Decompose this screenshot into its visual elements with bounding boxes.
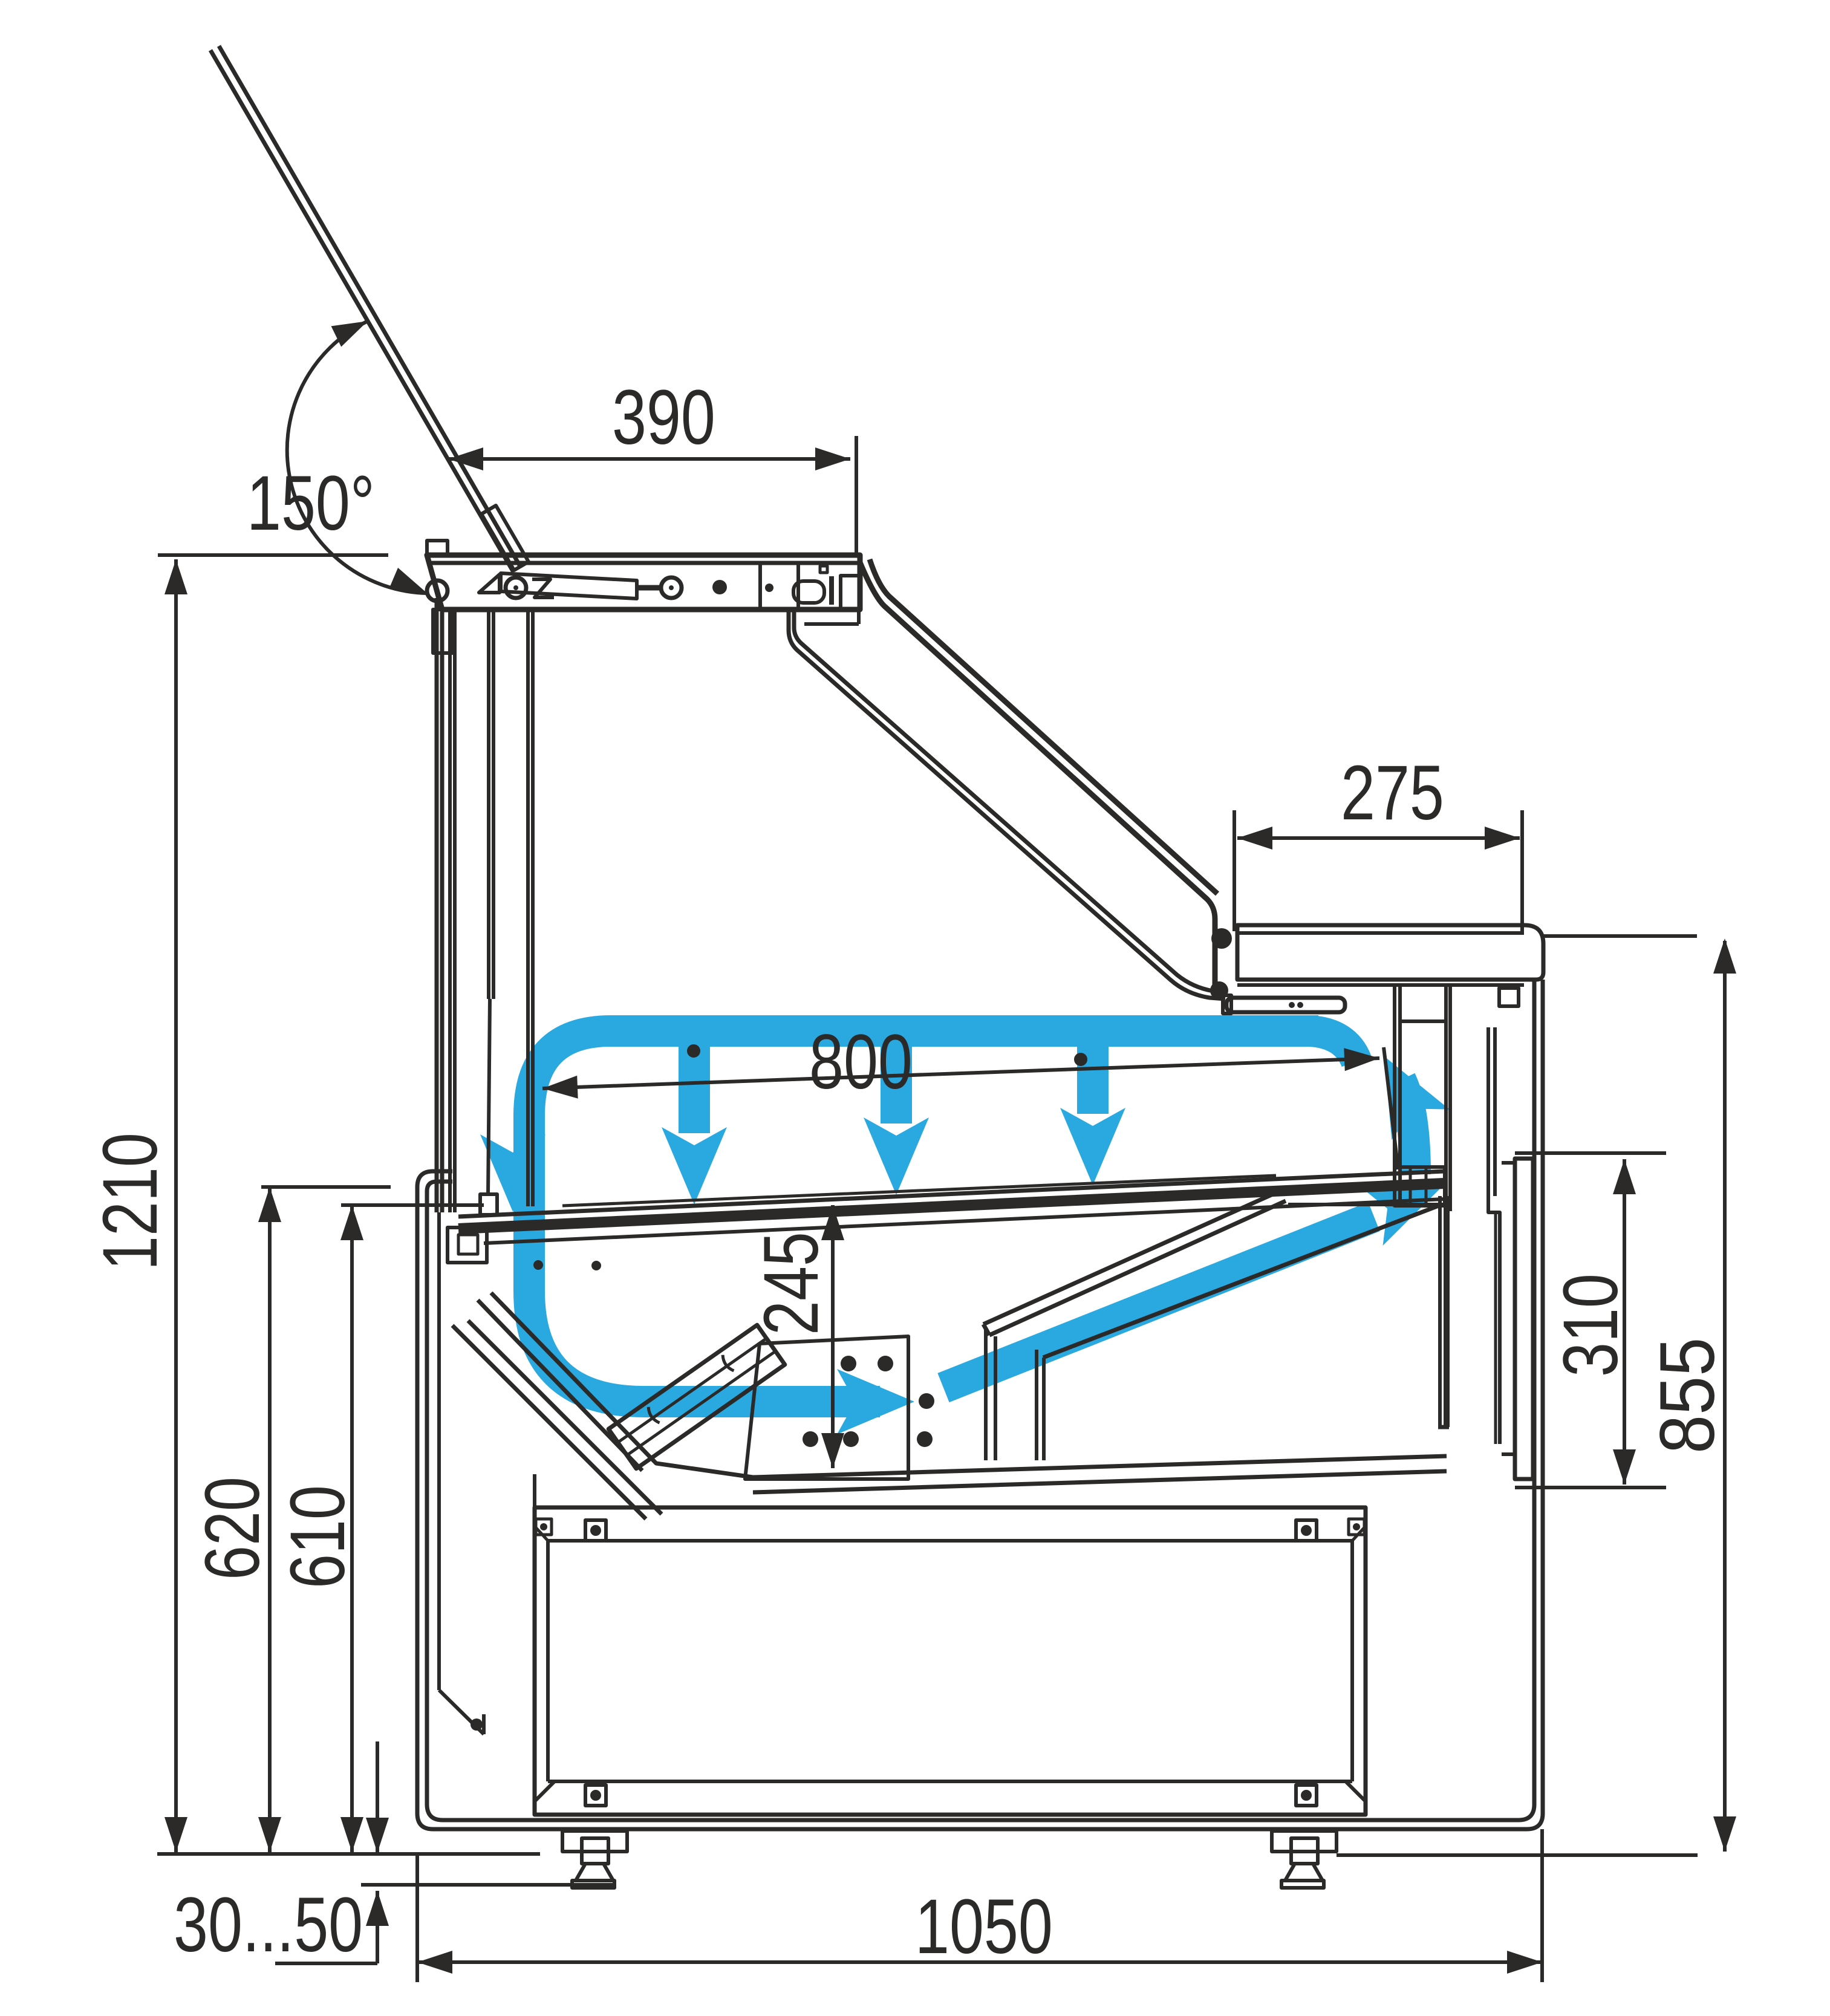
svg-text:610: 610: [274, 1485, 361, 1588]
svg-text:1210: 1210: [86, 1133, 174, 1270]
svg-text:30...50: 30...50: [174, 1881, 363, 1968]
svg-text:390: 390: [612, 374, 715, 461]
svg-text:620: 620: [189, 1477, 276, 1580]
svg-text:1050: 1050: [915, 1883, 1053, 1970]
svg-text:150°: 150°: [247, 460, 375, 547]
svg-text:245: 245: [747, 1232, 835, 1335]
svg-text:310: 310: [1547, 1273, 1634, 1377]
svg-text:855: 855: [1644, 1338, 1730, 1454]
svg-text:800: 800: [809, 1018, 913, 1105]
svg-text:275: 275: [1341, 749, 1444, 836]
